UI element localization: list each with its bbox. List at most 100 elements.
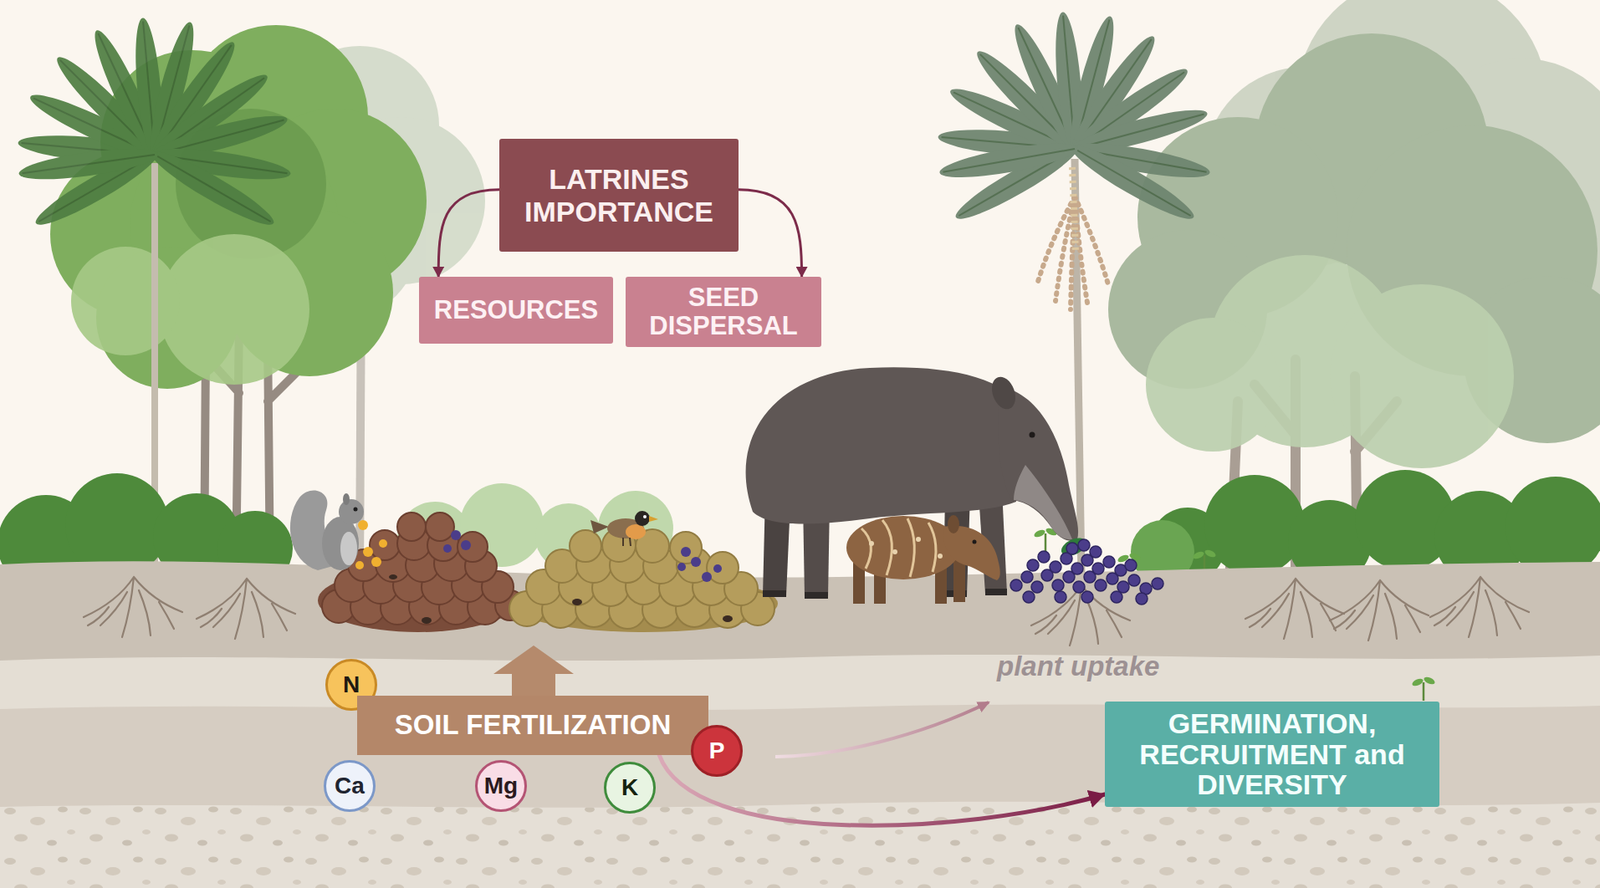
node-text: P — [709, 739, 726, 763]
bird — [590, 511, 659, 547]
squirrel — [342, 493, 350, 506]
fallen-berries — [1031, 581, 1043, 593]
brown-latrine-pile — [355, 561, 364, 570]
olive-latrine-pile — [569, 530, 602, 563]
brown-latrine-pile — [317, 512, 526, 633]
outcome-box: GERMINATION, RECRUITMENT and DIVERSITY — [1104, 701, 1440, 808]
brown-latrine-pile — [460, 540, 471, 551]
soil-layers — [0, 802, 1600, 888]
tapir — [1029, 432, 1036, 439]
left-trees — [71, 234, 310, 385]
uptake-arrow — [775, 702, 989, 757]
brown-latrine-pile — [355, 539, 388, 570]
right-trees — [1329, 284, 1514, 469]
soil-layers — [0, 654, 1600, 888]
brown-latrine-pile — [443, 530, 471, 553]
bird — [643, 515, 647, 519]
fallen-berries — [1135, 592, 1148, 605]
tapir — [746, 367, 1090, 599]
squirrel — [290, 490, 369, 571]
tapir — [762, 590, 787, 598]
soil-layers — [0, 561, 1600, 888]
brown-latrine-pile — [443, 544, 452, 553]
tapir — [985, 588, 1008, 596]
flow-arrow — [738, 189, 803, 277]
baby-tapir — [892, 549, 898, 555]
bird — [590, 520, 609, 534]
baby-tapir — [953, 558, 966, 603]
baby-tapir — [861, 518, 936, 578]
node-text: LATRINES IMPORTANCE — [509, 163, 729, 227]
olive-latrine-pile — [713, 564, 722, 573]
fallen-berries — [1037, 551, 1050, 563]
olive-latrine-pile — [680, 546, 691, 558]
baby-tapir — [846, 516, 961, 580]
seedling — [1410, 675, 1437, 701]
baby-tapir — [915, 536, 921, 542]
fallen-berries — [1151, 577, 1164, 590]
olive-latrine-pile — [509, 528, 778, 633]
squirrel — [353, 507, 358, 512]
fallen-berries — [1124, 559, 1137, 572]
node-text: K — [621, 776, 639, 800]
nutrient-circle: Ca — [323, 760, 376, 813]
baby-tapir — [943, 526, 1001, 581]
right-trees — [1145, 317, 1280, 452]
olive-latrine-pile — [706, 552, 739, 584]
shrubs — [1204, 475, 1305, 576]
baby-tapir — [846, 515, 1001, 604]
right-trees — [1108, 0, 1600, 586]
fertilization-arrow — [493, 645, 574, 698]
olive-latrine-pile — [690, 557, 701, 568]
olive-latrine-pile — [701, 572, 712, 583]
fallen-berries — [1010, 539, 1164, 605]
flow-arrow — [438, 189, 500, 277]
roots — [1031, 585, 1130, 646]
left-trees — [158, 234, 310, 385]
olive-latrine-pile — [677, 546, 722, 583]
roots — [1245, 578, 1345, 639]
tapir — [804, 592, 829, 599]
nutrient-circle: P — [690, 725, 743, 777]
baby-tapir — [869, 541, 875, 547]
fallen-berries — [1110, 591, 1123, 604]
brown-latrine-pile — [425, 512, 455, 542]
brown-latrine-pile — [388, 574, 432, 624]
fallen-berries — [1103, 556, 1115, 568]
squirrel — [357, 520, 369, 531]
node-text: RESOURCES — [434, 296, 599, 325]
right-palm — [1072, 167, 1076, 251]
tapir — [1013, 465, 1073, 540]
baby-tapir — [947, 515, 960, 534]
fallen-berries — [1092, 562, 1105, 575]
node-text: SOIL FERTILIZATION — [394, 710, 672, 741]
brown-latrine-pile — [371, 557, 382, 568]
roots — [196, 578, 296, 639]
fallen-berries — [1081, 591, 1094, 604]
brown-latrine-pile — [421, 617, 432, 624]
fallen-berries — [1049, 561, 1062, 573]
olive-latrine-pile — [572, 598, 583, 606]
fallen-berries — [1066, 542, 1079, 555]
nutrient-circle: Mg — [475, 760, 527, 813]
node-text: Mg — [484, 774, 518, 798]
brown-latrine-pile — [369, 530, 400, 561]
baby-tapir — [937, 553, 943, 559]
left-palm — [16, 16, 292, 234]
brown-latrine-pile — [457, 531, 488, 563]
olive-latrine-pile — [509, 528, 775, 629]
fallen-berries — [1027, 559, 1039, 572]
left-trees — [71, 246, 180, 356]
fallen-berries — [1022, 591, 1035, 604]
brown-latrine-pile — [450, 530, 461, 541]
brown-latrine-pile — [378, 539, 388, 548]
squirrel — [340, 531, 358, 566]
fallen-berries — [1010, 579, 1023, 592]
left-palm — [17, 143, 160, 186]
bird — [625, 524, 646, 540]
node-text: SEED DISPERSAL — [633, 283, 813, 341]
soil-layers — [0, 802, 1600, 888]
bird — [649, 516, 659, 522]
fallen-berries — [1071, 562, 1084, 575]
